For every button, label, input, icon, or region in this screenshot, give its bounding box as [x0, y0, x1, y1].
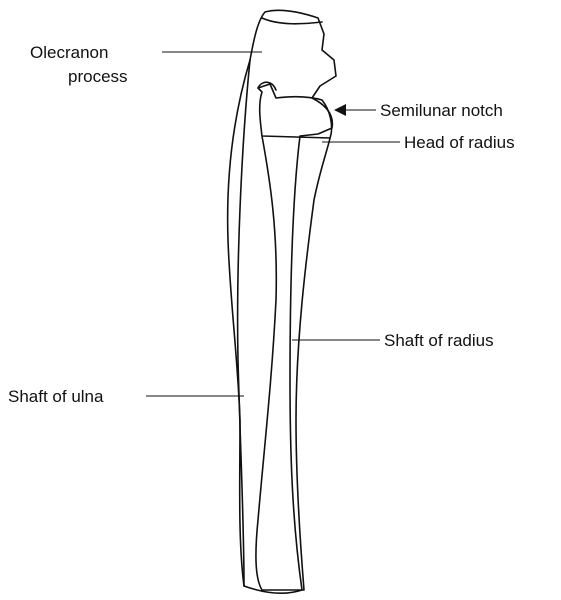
olecranon-label-line2: process: [68, 67, 128, 86]
head-of-radius-label: Head of radius: [404, 133, 515, 152]
radius-shaft: [255, 135, 331, 591]
semilunar-notch-label: Semilunar notch: [380, 101, 503, 120]
semilunar-arrowhead: [334, 104, 346, 116]
radius-head: [257, 83, 333, 139]
olecranon-cap: [261, 17, 323, 25]
shaft-of-radius-label: Shaft of radius: [384, 331, 494, 350]
coronoid-knob: [257, 81, 277, 91]
olecranon-label-line1: Olecranon: [30, 43, 108, 62]
ulna-inner-edge: [236, 59, 251, 587]
shaft-of-ulna-label: Shaft of ulna: [8, 387, 104, 406]
